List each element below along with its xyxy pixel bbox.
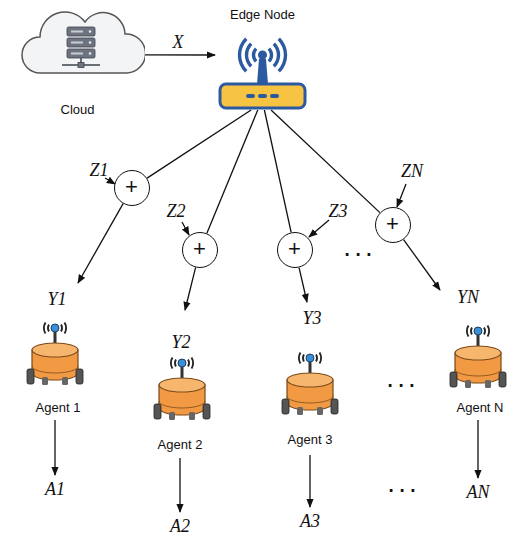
action-arrow — [477, 420, 478, 478]
robot-icon — [20, 320, 90, 388]
signal-arrow — [299, 268, 307, 302]
action-label: A3 — [300, 511, 320, 532]
action-label: A2 — [170, 516, 190, 537]
sum-symbol: + — [183, 233, 216, 265]
cloud-icon — [10, 3, 145, 98]
signal-label: Y3 — [302, 308, 321, 329]
adder-circle: + — [375, 207, 411, 243]
noise-label: Z3 — [328, 201, 347, 222]
noise-arrows — [105, 178, 406, 237]
signal-label: Y2 — [171, 332, 190, 353]
sum-symbol: + — [115, 171, 148, 203]
action-arrow — [54, 420, 55, 475]
signal-arrow — [404, 240, 440, 290]
adder-circle: + — [114, 170, 150, 206]
node-label: Agent 1 — [18, 400, 98, 416]
action-arrow — [309, 455, 310, 507]
node-label: Cloud — [10, 102, 145, 118]
ellipsis: · · · — [387, 377, 415, 395]
agent-robot: Agent N — [440, 290, 520, 415]
ellipsis: · · · — [388, 482, 416, 500]
noise-label: Z2 — [166, 201, 185, 222]
adder-circle: + — [277, 232, 313, 268]
signal-label: X — [173, 32, 184, 53]
signal-arrow — [78, 204, 123, 283]
action-label: A1 — [45, 479, 65, 500]
link-line — [271, 110, 380, 213]
signal-arrow — [185, 267, 196, 310]
robot-icon — [147, 355, 217, 423]
link-line — [207, 110, 258, 233]
node-label: Agent 3 — [270, 432, 350, 448]
signal-arrow — [145, 54, 215, 55]
noise-arrow — [309, 220, 329, 237]
link-line — [147, 110, 251, 178]
noise-label: Z1 — [89, 160, 108, 181]
node-label: Agent 2 — [140, 437, 220, 453]
action-label: AN — [466, 482, 489, 503]
robot-icon — [443, 323, 513, 391]
ellipsis: · · · — [344, 246, 372, 264]
sum-symbol: + — [376, 208, 409, 240]
node-label: Agent N — [440, 400, 520, 416]
signal-label: YN — [457, 287, 479, 308]
connector-layer — [78, 55, 440, 310]
action-arrow — [179, 458, 180, 512]
noise-arrow — [182, 222, 189, 235]
noise-arrow — [397, 184, 406, 207]
action-arrows — [55, 420, 478, 512]
noise-label: ZN — [401, 161, 423, 182]
node-label: Edge Node — [215, 7, 310, 23]
signal-label: Y1 — [47, 289, 66, 310]
sum-symbol: + — [278, 233, 311, 265]
cloud-node: Cloud — [10, 3, 145, 121]
robot-icon — [275, 350, 345, 418]
adder-circle: + — [182, 232, 218, 268]
edge-node: Edge Node — [215, 5, 310, 110]
link-line — [264, 110, 291, 232]
